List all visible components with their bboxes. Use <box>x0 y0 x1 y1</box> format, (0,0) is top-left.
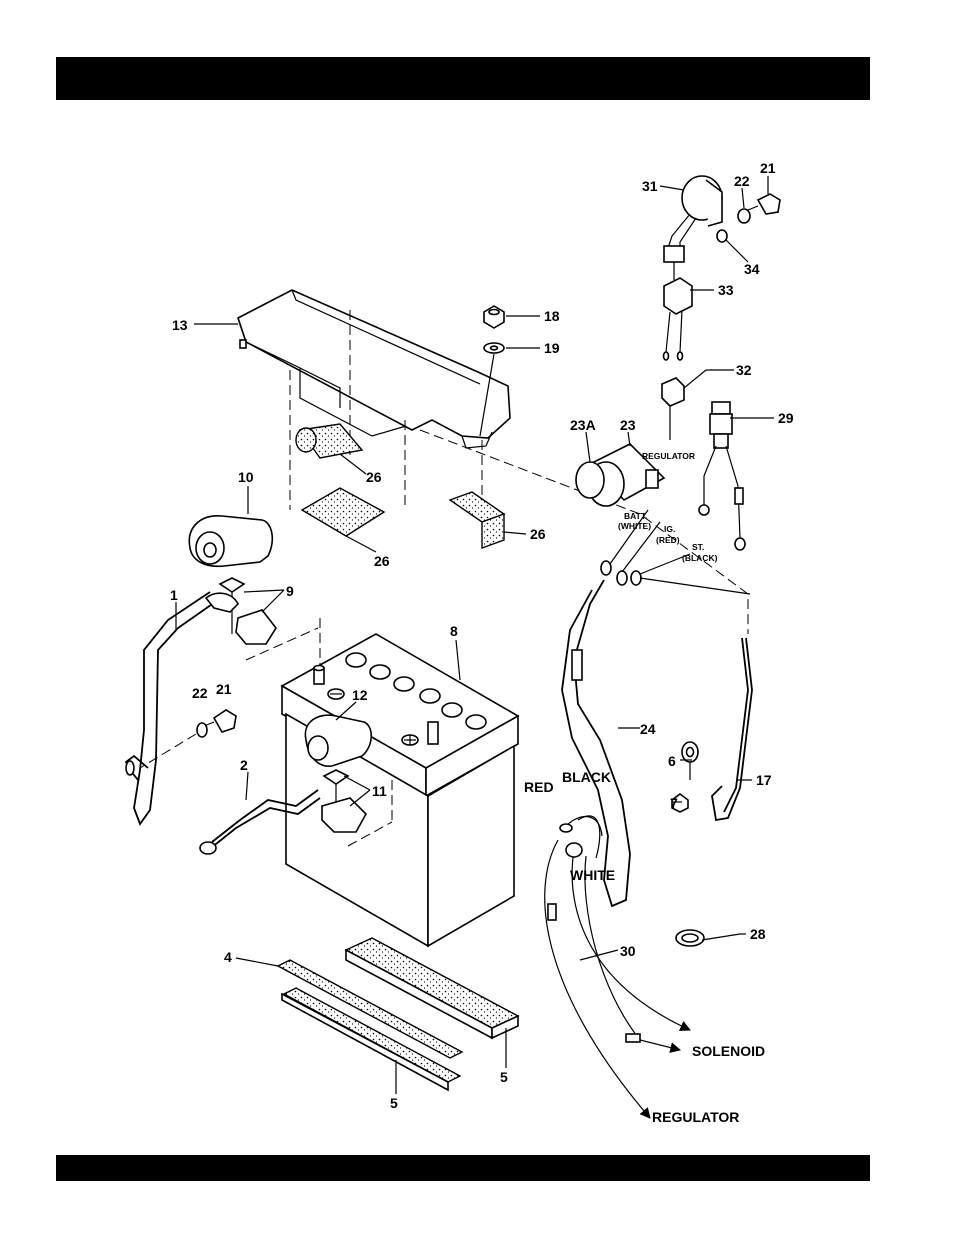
wire-label-st-color: (BLACK) <box>682 553 718 563</box>
label-23: 23 <box>620 417 636 433</box>
label-12: 12 <box>352 687 368 703</box>
eye-bolt-6 <box>682 742 698 780</box>
label-7: 7 <box>670 795 678 811</box>
label-4: 4 <box>224 949 232 965</box>
washer-34 <box>717 230 727 242</box>
wire-label-white: WHITE <box>570 867 615 883</box>
label-5b: 5 <box>500 1069 508 1085</box>
wire-label-regulator-small: REGULATOR <box>642 451 695 461</box>
battery-cover <box>238 290 510 448</box>
nut-18 <box>484 306 504 328</box>
label-24: 24 <box>640 721 656 737</box>
bolt-21-right <box>748 194 780 214</box>
label-26b: 26 <box>374 553 390 569</box>
component-31 <box>664 176 722 262</box>
wire-label-ig-color: (RED) <box>656 535 680 545</box>
wire-label-solenoid: SOLENOID <box>692 1043 765 1059</box>
label-9: 9 <box>286 583 294 599</box>
label-29: 29 <box>778 410 794 426</box>
cable-tie-28 <box>676 930 740 946</box>
wire-label-black: BLACK <box>562 769 611 785</box>
wing-bolt-9 <box>206 578 276 644</box>
washer-19 <box>484 343 504 353</box>
label-34: 34 <box>744 261 760 277</box>
washer-22-left <box>197 723 207 737</box>
label-21a: 21 <box>216 681 232 697</box>
label-1: 1 <box>170 587 178 603</box>
wire-harness-24 <box>562 510 750 906</box>
battery-cable-1 <box>126 592 218 824</box>
foam-pad-26-roll <box>296 424 362 458</box>
label-32: 32 <box>736 362 752 378</box>
label-17: 17 <box>756 772 772 788</box>
label-26c: 26 <box>530 526 546 542</box>
label-8: 8 <box>450 623 458 639</box>
foam-pad-26-bracket <box>450 492 504 548</box>
connector-33 <box>664 278 693 360</box>
bolt-21-left <box>204 710 236 732</box>
foam-pad-26-flat <box>302 488 384 536</box>
label-18: 18 <box>544 308 560 324</box>
label-31: 31 <box>642 178 658 194</box>
label-11: 11 <box>372 783 387 799</box>
wire-label-regulator: REGULATOR <box>652 1109 739 1125</box>
component-29 <box>699 402 745 550</box>
key-cap-23a <box>576 462 604 498</box>
label-28: 28 <box>750 926 766 942</box>
label-5a: 5 <box>390 1095 398 1111</box>
label-2: 2 <box>240 757 248 773</box>
wire-label-batt-color: (WHITE) <box>618 521 651 531</box>
wire-label-ig: IG. <box>664 524 675 534</box>
label-6: 6 <box>668 753 676 769</box>
label-22b: 22 <box>734 173 750 189</box>
label-23a: 23A <box>570 417 596 433</box>
wire-30 <box>545 816 690 1118</box>
label-22a: 22 <box>192 685 208 701</box>
label-13: 13 <box>172 317 188 333</box>
label-19: 19 <box>544 340 560 356</box>
label-10: 10 <box>238 469 254 485</box>
connector-32 <box>662 370 706 440</box>
wire-label-batt: BATT. <box>624 511 647 521</box>
rod-17 <box>712 638 752 820</box>
washer-22-right <box>738 209 750 223</box>
wire-label-red: RED <box>524 779 554 795</box>
label-21b: 21 <box>760 160 776 176</box>
label-26a: 26 <box>366 469 382 485</box>
wire-label-st: ST. <box>692 542 704 552</box>
label-33: 33 <box>718 282 734 298</box>
label-30: 30 <box>620 943 636 959</box>
